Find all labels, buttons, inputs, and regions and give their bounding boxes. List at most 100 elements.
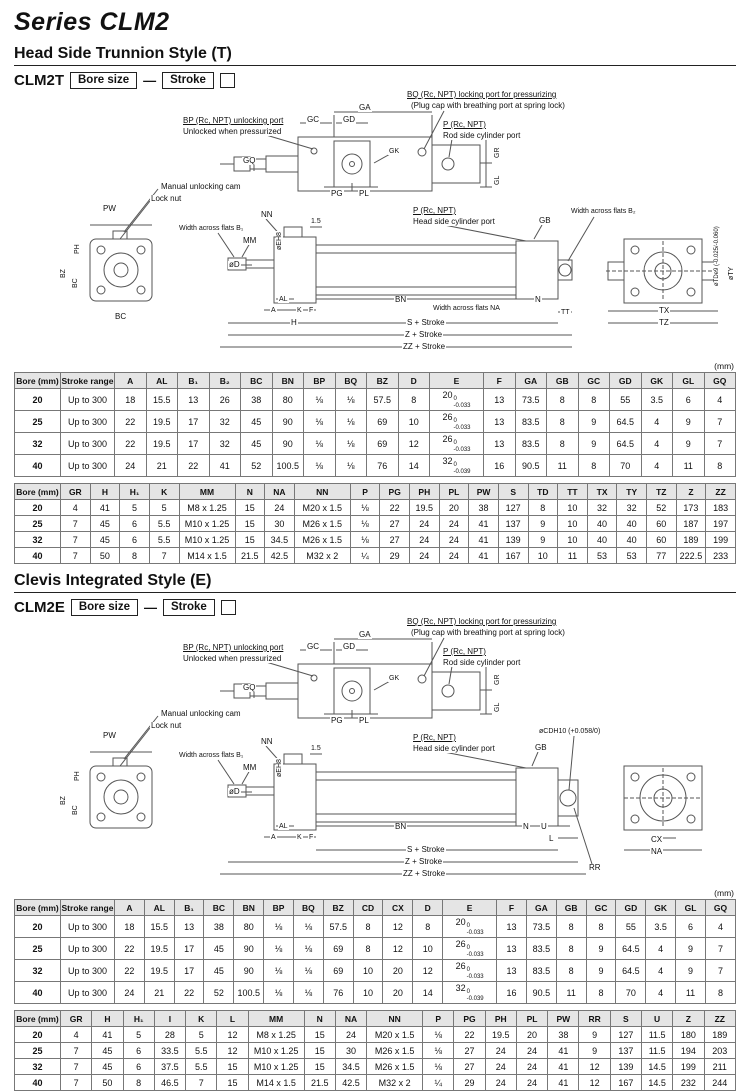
drawing-label: GQ: [242, 683, 257, 693]
drawing-label: Z + Stroke: [404, 330, 444, 340]
dimension-cell: 137: [497, 515, 529, 532]
column-header: S: [497, 483, 529, 500]
dimension-cell: 21: [145, 454, 178, 477]
drawing-label: BC: [72, 277, 80, 289]
dimension-cell: 22: [114, 959, 145, 982]
column-header: BQ: [334, 372, 367, 389]
bore-cell: 20: [14, 1026, 61, 1043]
column-header: H: [91, 1010, 124, 1027]
dimension-cell: 26: [208, 388, 241, 411]
drawing-label: A: [270, 307, 277, 315]
column-header: K: [185, 1010, 218, 1027]
dimension-cell: 27: [453, 1042, 486, 1059]
dimension-cell: 13: [496, 937, 527, 960]
dimension-cell: 11: [546, 454, 579, 477]
drawing-label: BN: [394, 295, 408, 305]
dimension-cell: 11: [557, 547, 588, 564]
section-head-side-trunnion: Head Side Trunnion Style (T) CLM2T Bore …: [14, 45, 736, 564]
dimension-cell: ⅛: [263, 981, 294, 1004]
dimension-cell: 29: [453, 1074, 486, 1091]
drawing-label: Lock nut: [150, 721, 183, 731]
drawing-label: BN: [394, 822, 408, 832]
dimension-cell: 38: [468, 499, 499, 516]
dimension-cell: ⅛: [263, 959, 294, 982]
dimension-cell: 13: [483, 388, 516, 411]
bore-cell: 32: [14, 959, 61, 982]
drawing-label: Unlocked when pressurized: [182, 654, 283, 664]
dimension-cell: 27: [453, 1058, 486, 1075]
column-header: ZZ: [705, 483, 736, 500]
column-header: Z: [672, 1010, 705, 1027]
dimension-cell: 9: [585, 937, 617, 960]
suffix-box: [219, 73, 235, 88]
dimension-cell: 69: [366, 432, 399, 455]
dimension-cell: ⅛: [292, 959, 324, 982]
dimension-cell: 9: [585, 959, 617, 982]
column-header: Bore (mm): [14, 1010, 61, 1027]
column-header: H: [89, 483, 121, 500]
dimension-cell: 11: [672, 454, 705, 477]
dimension-cell: Up to 300: [60, 454, 115, 477]
column-header: BQ: [292, 899, 324, 916]
bore-size-box: Bore size: [70, 72, 138, 89]
column-header: PW: [547, 1010, 580, 1027]
dimension-cell: 32: [208, 432, 241, 455]
dimension-cell: 11: [555, 981, 587, 1004]
dimension-cell: 42.5: [264, 547, 295, 564]
dimension-cell: 15: [234, 515, 266, 532]
dimension-cell: 22: [177, 454, 210, 477]
dimension-cell: 57.5: [366, 388, 399, 411]
drawing-label: PG: [330, 189, 344, 199]
dimension-cell: 3.5: [645, 915, 677, 938]
dimension-cell: 19.5: [145, 410, 178, 433]
column-header: BP: [263, 899, 294, 916]
dimension-cell: 8: [555, 915, 587, 938]
dimension-cell: 21: [143, 981, 175, 1004]
dimension-cell: 167: [497, 547, 529, 564]
dimension-cell: 83.5: [525, 959, 557, 982]
dimension-cell: ⅛: [334, 410, 367, 433]
dimension-cell: 64.5: [609, 410, 642, 433]
dimension-cell: 9: [577, 432, 610, 455]
dimension-cell: 7: [703, 410, 736, 433]
drawing-label: GD: [342, 642, 356, 652]
dimension-cell: 76: [322, 981, 354, 1004]
dimension-cell: 10: [557, 499, 588, 516]
drawing-label: øCDH10 (+0.058/0): [538, 728, 602, 736]
dimension-cell: 18: [114, 915, 145, 938]
dimension-cell: 15: [303, 1042, 336, 1059]
column-header: B₁: [177, 372, 210, 389]
page-title: Series CLM2: [14, 8, 170, 36]
drawing-label: GB: [538, 216, 552, 226]
dimension-cell: 127: [497, 499, 529, 516]
dimension-cell: M20 x 1.5: [293, 499, 351, 516]
dimension-cell: 10: [557, 515, 588, 532]
dimension-cell: 90.5: [525, 981, 557, 1004]
column-header: BZ: [322, 899, 354, 916]
dimension-cell: 10: [557, 531, 588, 548]
drawing-label: BQ (Rc, NPT) locking port for pressurizi…: [406, 90, 558, 100]
column-header: NA: [264, 483, 295, 500]
model-code: CLM2E: [14, 599, 65, 616]
dimension-cell: 76: [366, 454, 399, 477]
column-header: K: [148, 483, 180, 500]
dimension-cell: 11.5: [640, 1042, 674, 1059]
dimension-cell: 53: [586, 547, 618, 564]
drawing-label: MM: [242, 236, 258, 246]
drawing-label: BC: [114, 312, 128, 322]
dimension-cell: 24: [409, 515, 440, 532]
dimension-cell: M26 x 1.5: [293, 531, 351, 548]
drawing-label: PL: [358, 716, 370, 726]
drawing-label: N: [522, 822, 530, 832]
dimension-cell: 139: [609, 1058, 642, 1075]
dimension-cell: 90: [233, 937, 265, 960]
dimension-cell: 7: [185, 1074, 218, 1091]
dimension-cell: 7: [60, 515, 91, 532]
dimension-cell: 211: [703, 1058, 737, 1075]
dimension-cell: 52: [203, 981, 235, 1004]
dimension-cell: Up to 300: [60, 959, 115, 982]
